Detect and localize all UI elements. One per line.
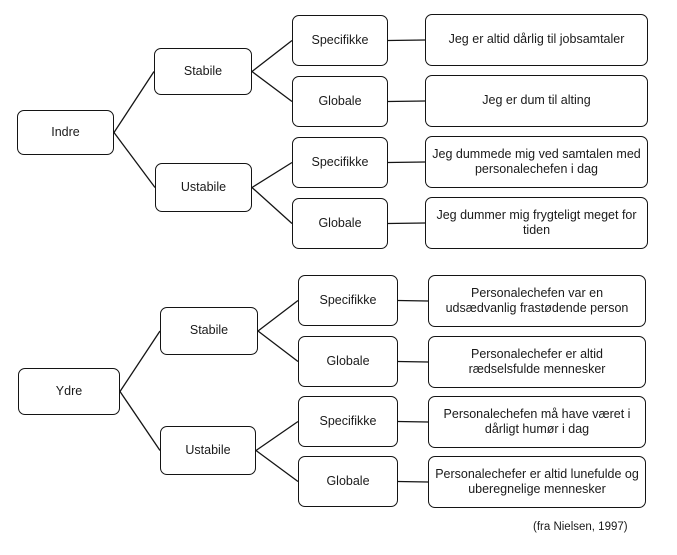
edge-stability-to-scope-indre-2 — [251, 161, 293, 189]
node-scope-indre-1: Globale — [292, 76, 388, 127]
edge-scope-to-statement-indre-0 — [387, 39, 426, 42]
node-statement-ydre-1-label: Personalechefer er altid rædselsfulde me… — [468, 346, 606, 376]
node-statement-indre-2-label: Jeg dummede mig ved samtalen med persona… — [432, 146, 641, 176]
node-statement-indre-0: Jeg er altid dårlig til jobsamtaler — [425, 14, 648, 66]
node-statement-ydre-1: Personalechefer er altid rædselsfulde me… — [428, 336, 646, 388]
edge-scope-to-statement-ydre-3 — [397, 480, 429, 483]
node-scope-ydre-0: Specifikke — [298, 275, 398, 326]
edge-scope-to-statement-ydre-2 — [397, 420, 429, 423]
node-statement-indre-3: Jeg dummer mig frygteligt meget for tide… — [425, 197, 648, 249]
node-scope-ydre-2-label: Specifikke — [319, 413, 377, 428]
node-root-indre: Indre — [17, 110, 114, 155]
node-root-ydre: Ydre — [18, 368, 120, 415]
node-statement-indre-2: Jeg dummede mig ved samtalen med persona… — [425, 136, 648, 188]
edge-root-to-stability-indre-1 — [113, 132, 156, 188]
edge-stability-to-scope-ydre-2 — [255, 420, 299, 452]
node-statement-ydre-0-label: Personalechefen var en udsædvanlig frast… — [445, 285, 629, 315]
edge-root-to-stability-indre-0 — [113, 71, 155, 133]
node-scope-ydre-1-label: Globale — [326, 353, 370, 368]
node-statement-indre-1: Jeg er dum til alting — [425, 75, 648, 127]
edge-stability-to-scope-ydre-1 — [257, 330, 299, 363]
node-scope-ydre-3-label: Globale — [326, 473, 370, 488]
node-statement-ydre-0: Personalechefen var en udsædvanlig frast… — [428, 275, 646, 327]
node-scope-indre-3: Globale — [292, 198, 388, 249]
figure-caption: (fra Nielsen, 1997) — [533, 521, 628, 533]
node-stability-ydre-0-label: Stabile — [189, 323, 229, 338]
edge-stability-to-scope-indre-1 — [251, 70, 293, 103]
node-stability-ydre-0: Stabile — [160, 307, 258, 355]
node-scope-indre-3-label: Globale — [318, 215, 362, 230]
node-root-ydre-label: Ydre — [55, 383, 83, 398]
node-statement-ydre-3-label: Personalechefer er altid lunefulde og ub… — [435, 466, 639, 496]
edge-root-to-stability-ydre-1 — [119, 391, 161, 451]
node-scope-ydre-1: Globale — [298, 336, 398, 387]
node-stability-indre-1-label: Ustabile — [180, 179, 227, 194]
node-stability-indre-1: Ustabile — [155, 163, 252, 212]
edge-scope-to-statement-indre-1 — [387, 100, 426, 103]
edge-stability-to-scope-indre-3 — [251, 187, 293, 224]
node-stability-ydre-1-label: Ustabile — [185, 442, 231, 457]
node-stability-ydre-1: Ustabile — [160, 426, 256, 475]
node-stability-indre-0-label: Stabile — [183, 63, 223, 78]
node-statement-ydre-2-label: Personalechefen må have været i dårligt … — [443, 406, 631, 436]
edge-stability-to-scope-ydre-3 — [255, 449, 299, 483]
node-scope-indre-1-label: Globale — [318, 93, 362, 108]
node-root-indre-label: Indre — [51, 124, 80, 139]
edge-scope-to-statement-indre-2 — [387, 161, 426, 164]
edge-stability-to-scope-ydre-0 — [257, 299, 299, 332]
edge-scope-to-statement-ydre-1 — [397, 360, 429, 363]
node-scope-ydre-3: Globale — [298, 456, 398, 507]
node-stability-indre-0: Stabile — [154, 48, 252, 95]
edge-stability-to-scope-indre-0 — [251, 39, 293, 73]
node-scope-ydre-2: Specifikke — [298, 396, 398, 447]
node-statement-ydre-3: Personalechefer er altid lunefulde og ub… — [428, 456, 646, 508]
node-scope-indre-0: Specifikke — [292, 15, 388, 66]
node-scope-ydre-0-label: Specifikke — [319, 292, 377, 307]
node-statement-indre-0-label: Jeg er altid dårlig til jobsamtaler — [448, 32, 625, 47]
edge-root-to-stability-ydre-0 — [119, 330, 161, 392]
edge-scope-to-statement-ydre-0 — [397, 299, 429, 302]
node-statement-indre-3-label: Jeg dummer mig frygteligt meget for tide… — [436, 207, 637, 237]
node-scope-indre-2-label: Specifikke — [311, 154, 369, 169]
edge-scope-to-statement-indre-3 — [387, 222, 426, 225]
node-scope-indre-2: Specifikke — [292, 137, 388, 188]
node-statement-ydre-2: Personalechefen må have været i dårligt … — [428, 396, 646, 448]
node-statement-indre-1-label: Jeg er dum til alting — [482, 93, 591, 108]
node-scope-indre-0-label: Specifikke — [311, 32, 369, 47]
